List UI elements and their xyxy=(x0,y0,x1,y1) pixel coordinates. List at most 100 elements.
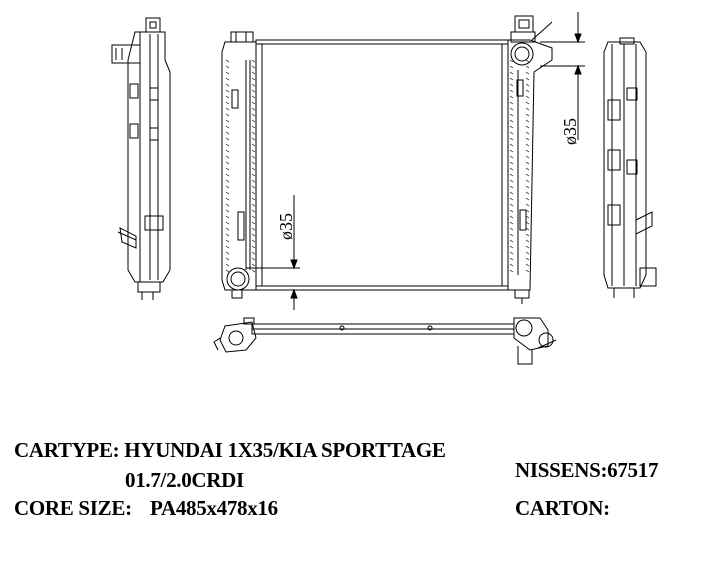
carton-label: CARTON: xyxy=(515,496,610,520)
hatch-tick xyxy=(509,161,514,165)
hatch-tick xyxy=(225,233,230,237)
hatch-tick xyxy=(251,251,256,255)
nissens-number: NISSENS:67517 xyxy=(515,458,659,482)
hatch-tick xyxy=(251,239,256,243)
hatch-tick xyxy=(225,251,230,255)
right-side-view xyxy=(603,37,657,298)
hatch-tick xyxy=(525,95,530,99)
hatch-tick xyxy=(225,197,230,201)
hatch-tick xyxy=(225,245,230,249)
hatch-tick xyxy=(509,131,514,135)
hatch-tick xyxy=(251,107,256,111)
hatch-tick xyxy=(525,167,530,171)
hatch-tick xyxy=(251,167,256,171)
hatch-tick xyxy=(509,185,514,189)
hatch-tick xyxy=(251,221,256,225)
hatch-tick xyxy=(525,203,530,207)
hatch-tick xyxy=(509,227,514,231)
hatch-tick xyxy=(525,173,530,177)
hatch-tick xyxy=(225,221,230,225)
hatch-tick xyxy=(509,101,514,105)
hatch-tick xyxy=(225,59,230,63)
hatch-tick xyxy=(225,161,230,165)
tank-hatching xyxy=(225,59,530,273)
hatch-tick xyxy=(525,269,530,273)
hatch-tick xyxy=(509,233,514,237)
front-view xyxy=(221,15,553,304)
hatch-tick xyxy=(509,71,514,75)
hatch-tick xyxy=(525,239,530,243)
hatch-tick xyxy=(251,83,256,87)
hatch-tick xyxy=(251,101,256,105)
hatch-tick xyxy=(251,203,256,207)
hatch-tick xyxy=(251,209,256,213)
hatch-tick xyxy=(509,203,514,207)
hatch-tick xyxy=(509,77,514,81)
hatch-tick xyxy=(509,173,514,177)
hatch-tick xyxy=(225,191,230,195)
hatch-tick xyxy=(251,233,256,237)
hatch-tick xyxy=(509,113,514,117)
hatch-tick xyxy=(525,71,530,75)
hatch-tick xyxy=(251,95,256,99)
hatch-tick xyxy=(525,77,530,81)
hatch-tick xyxy=(251,131,256,135)
radiator-technical-drawing: ø35 ø35 xyxy=(111,12,657,365)
hatch-tick xyxy=(225,215,230,219)
hatch-tick xyxy=(225,155,230,159)
hatch-tick xyxy=(525,119,530,123)
hatch-tick xyxy=(225,101,230,105)
hatch-tick xyxy=(225,209,230,213)
hatch-tick xyxy=(509,149,514,153)
hatch-tick xyxy=(251,143,256,147)
hatch-tick xyxy=(225,149,230,153)
hatch-tick xyxy=(251,65,256,69)
hatch-tick xyxy=(509,197,514,201)
hatch-tick xyxy=(251,245,256,249)
hatch-tick xyxy=(225,131,230,135)
hatch-tick xyxy=(509,239,514,243)
hatch-tick xyxy=(225,179,230,183)
hatch-tick xyxy=(525,155,530,159)
left-side-view xyxy=(111,17,171,300)
hatch-tick xyxy=(525,179,530,183)
hatch-tick xyxy=(509,125,514,129)
hatch-tick xyxy=(525,83,530,87)
hatch-tick xyxy=(509,59,514,63)
hatch-tick xyxy=(251,119,256,123)
hatch-tick xyxy=(509,191,514,195)
hatch-tick xyxy=(225,203,230,207)
hatch-tick xyxy=(509,143,514,147)
hatch-tick xyxy=(509,119,514,123)
hatch-tick xyxy=(525,65,530,69)
hatch-tick xyxy=(251,197,256,201)
hatch-tick xyxy=(525,161,530,165)
hatch-tick xyxy=(509,95,514,99)
hatch-tick xyxy=(251,89,256,93)
hatch-tick xyxy=(251,185,256,189)
hatch-tick xyxy=(525,59,530,63)
hatch-tick xyxy=(225,83,230,87)
hatch-tick xyxy=(225,107,230,111)
hatch-tick xyxy=(525,257,530,261)
hatch-tick xyxy=(509,65,514,69)
hatch-tick xyxy=(225,185,230,189)
hatch-tick xyxy=(509,155,514,159)
hatch-tick xyxy=(251,71,256,75)
hatch-tick xyxy=(225,173,230,177)
hatch-tick xyxy=(525,107,530,111)
hatch-tick xyxy=(509,107,514,111)
hatch-tick xyxy=(225,119,230,123)
inlet-diameter-label: ø35 xyxy=(276,213,296,240)
hatch-tick xyxy=(225,263,230,267)
hatch-tick xyxy=(525,113,530,117)
hatch-tick xyxy=(225,269,230,273)
hatch-tick xyxy=(251,149,256,153)
hatch-tick xyxy=(525,209,530,213)
hatch-tick xyxy=(509,167,514,171)
hatch-tick xyxy=(525,131,530,135)
hatch-tick xyxy=(509,137,514,141)
hatch-tick xyxy=(525,245,530,249)
hatch-tick xyxy=(509,245,514,249)
hatch-tick xyxy=(225,95,230,99)
